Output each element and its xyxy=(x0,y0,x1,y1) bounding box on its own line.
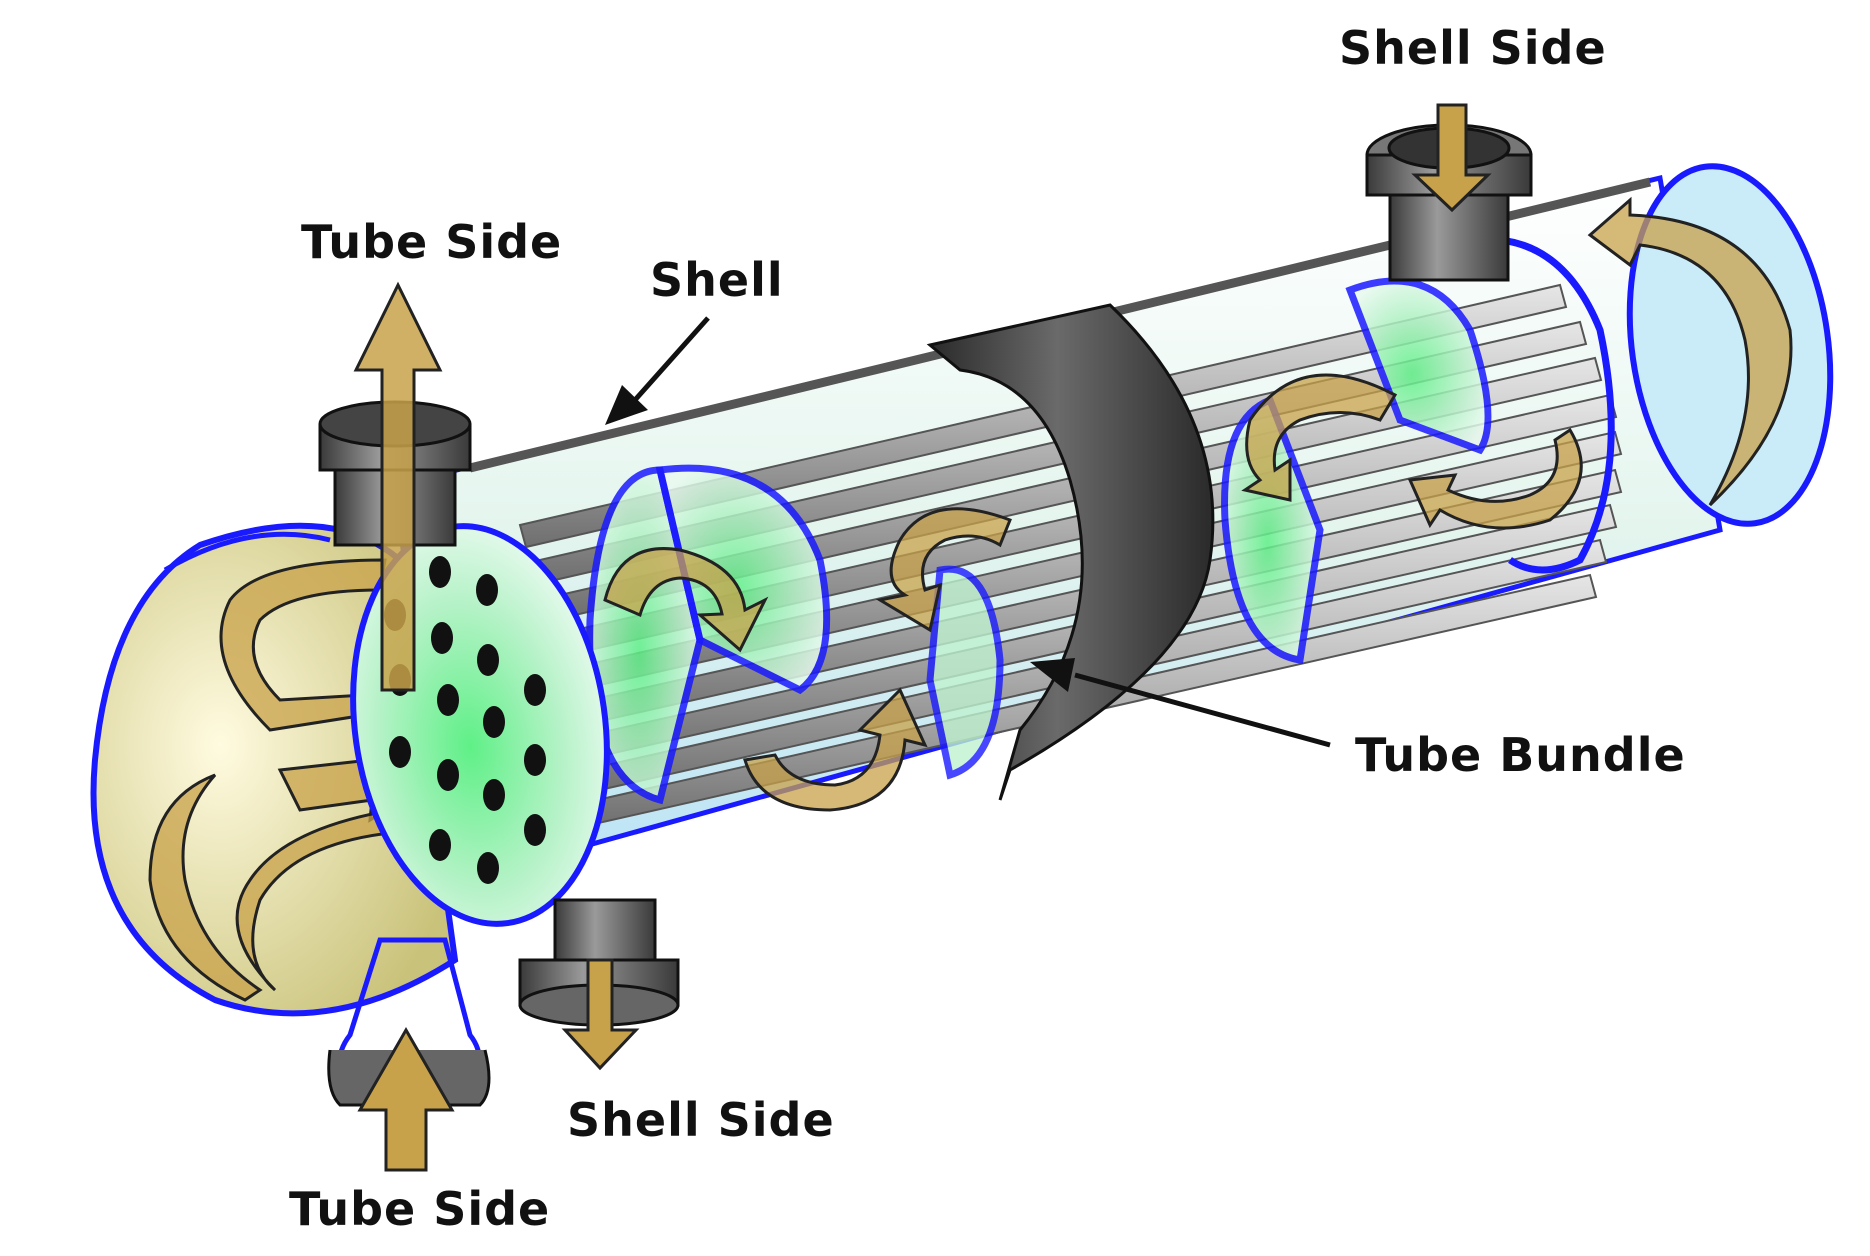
labels: Shell Side Tube Side Shell Tube Bundle S… xyxy=(289,21,1686,1236)
support-band xyxy=(926,303,1215,801)
shell-side-outlet-nozzle xyxy=(518,898,680,1027)
label-tube-side-top: Tube Side xyxy=(301,215,562,269)
label-tube-side-bottom: Tube Side xyxy=(289,1182,550,1236)
flow-arrows-nozzles xyxy=(353,103,1492,1172)
label-tube-bundle: Tube Bundle xyxy=(1355,728,1686,782)
pointer-arrow-tube-bundle xyxy=(1030,658,1331,748)
label-shell: Shell xyxy=(650,253,784,307)
shell-side-flow-arrows xyxy=(603,196,1793,812)
label-shell-side-top: Shell Side xyxy=(1339,21,1607,75)
label-shell-side-bottom: Shell Side xyxy=(567,1093,835,1147)
shell-side-inlet-nozzle xyxy=(1365,123,1533,282)
pointer-arrow-shell xyxy=(605,316,710,425)
tube-sheet xyxy=(350,523,610,927)
